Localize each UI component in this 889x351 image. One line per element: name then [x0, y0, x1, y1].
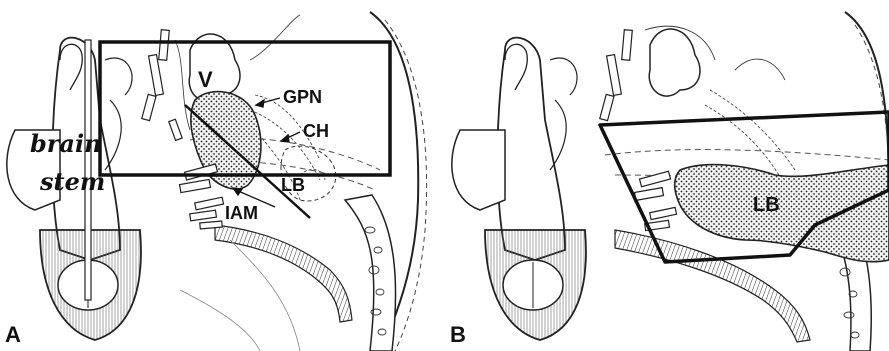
brain-label: brain	[30, 129, 102, 158]
lb-label-a: LB	[281, 175, 305, 195]
ch-label: CH	[303, 121, 329, 141]
v-label: V	[198, 67, 213, 92]
panel-a-illustration: brain stem V GPN CH LB IAM A	[0, 0, 444, 351]
stem-label: stem	[39, 167, 105, 196]
panel-a-letter: A	[5, 322, 21, 347]
panel-b-illustration: LB B	[445, 0, 889, 351]
labyrinth-stippled-area	[675, 165, 889, 262]
panel-b: LB B	[445, 0, 889, 351]
carotid-stripe	[215, 225, 352, 322]
panel-b-letter: B	[450, 322, 466, 347]
lb-label-b: LB	[753, 194, 780, 216]
gpn-label: GPN	[283, 87, 322, 107]
panel-a: brain stem V GPN CH LB IAM A	[0, 0, 444, 351]
iam-label: IAM	[225, 203, 258, 223]
